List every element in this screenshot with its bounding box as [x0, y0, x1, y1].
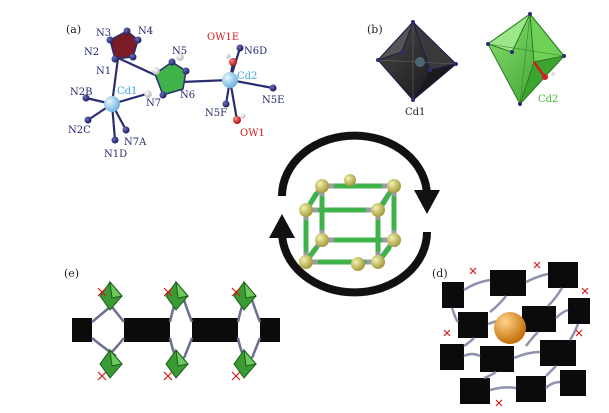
atom-label-n2c: N2C	[68, 125, 91, 136]
framework-water-marks	[443, 261, 589, 407]
cycle-arrow-bottom	[278, 231, 431, 297]
atom-label-n2b: N2B	[70, 87, 92, 98]
panel-b-label: (b)	[367, 23, 383, 36]
panel-d: (d)	[432, 261, 590, 407]
atom-label-ow1: OW1	[240, 128, 265, 139]
hydrogen-atom	[152, 67, 160, 75]
cd2-polyhedron-label: Cd2	[538, 94, 558, 105]
panel-c	[269, 131, 440, 297]
atom-label-n3: N3	[96, 28, 111, 39]
panel-e-label: (e)	[64, 267, 79, 280]
atom-label-cd1: Cd1	[117, 86, 137, 97]
oxygen-atom	[229, 58, 237, 66]
framework-black-blocks	[440, 262, 590, 404]
hydrogen-atom	[144, 90, 152, 98]
panel-b: (b) Cd1	[367, 12, 566, 118]
atom-label-n1d: N1D	[104, 149, 127, 160]
hydrogen-atom	[176, 53, 184, 61]
panel-a: (a)	[66, 23, 284, 160]
guest-sphere	[494, 312, 526, 344]
atom-label-n5: N5	[172, 46, 187, 57]
panel-a-label: (a)	[66, 23, 81, 36]
chain-black-blocks	[72, 318, 280, 342]
chain-water-marks	[97, 287, 241, 381]
atom-label-n5f: N5F	[205, 108, 227, 119]
cd2-octahedron	[486, 12, 566, 106]
cadmium-atom-cd2	[222, 72, 238, 88]
oxygen-atom	[233, 116, 241, 124]
cd1-polyhedron-label: Cd1	[405, 107, 425, 118]
atom-label-n6d: N6D	[244, 46, 267, 57]
atom-label-n4: N4	[138, 26, 153, 37]
cube-framework	[303, 183, 397, 265]
cycle-arrowhead-top	[414, 190, 440, 214]
hydrogen-atom	[240, 113, 246, 119]
panel-d-label: (d)	[432, 267, 448, 280]
cube-nodes	[299, 174, 401, 271]
cycle-arrow-top	[278, 131, 431, 197]
cadmium-atom-cd1	[104, 96, 120, 112]
framework-linkers	[450, 272, 580, 392]
cd1-octahedron	[376, 20, 458, 102]
atom-label-ow1e: OW1E	[207, 32, 239, 43]
atom-label-n1: N1	[96, 66, 111, 77]
cycle-arrowhead-bottom	[269, 214, 295, 238]
atom-label-n2: N2	[84, 47, 99, 58]
hydrogen-atom	[225, 53, 231, 59]
nitrogen-atoms	[82, 27, 277, 144]
atom-label-n5e: N5E	[262, 95, 284, 106]
atom-label-n7a: N7A	[124, 137, 147, 148]
panel-e: (e)	[64, 267, 280, 381]
atom-label-cd2: Cd2	[237, 71, 257, 82]
atom-label-n7: N7	[146, 98, 161, 109]
atom-label-n6: N6	[180, 90, 195, 101]
